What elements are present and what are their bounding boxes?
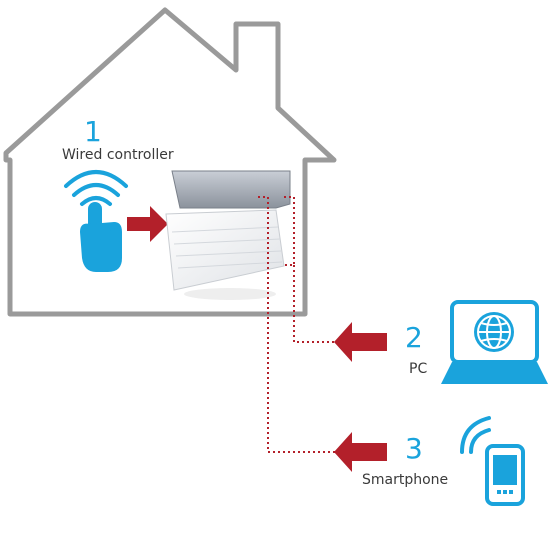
item-2-label: PC [409, 361, 428, 377]
pc-arrow [334, 322, 387, 362]
connection-lines [258, 196, 336, 453]
item-1-label: Wired controller [62, 147, 174, 163]
pointing-hand-icon [80, 202, 122, 272]
smartphone-icon [460, 416, 525, 506]
item-1-number: 1 [84, 115, 102, 148]
controller-arrow [127, 206, 168, 242]
wireless-signal-icon [64, 170, 128, 206]
air-conditioner-unit [165, 170, 291, 300]
item-3-number: 3 [405, 432, 423, 465]
laptop-globe-icon [441, 300, 548, 384]
item-3-label: Smartphone [362, 472, 449, 488]
smartphone-arrow [334, 432, 387, 472]
item-2-number: 2 [405, 321, 423, 354]
house-outline [3, 7, 337, 317]
